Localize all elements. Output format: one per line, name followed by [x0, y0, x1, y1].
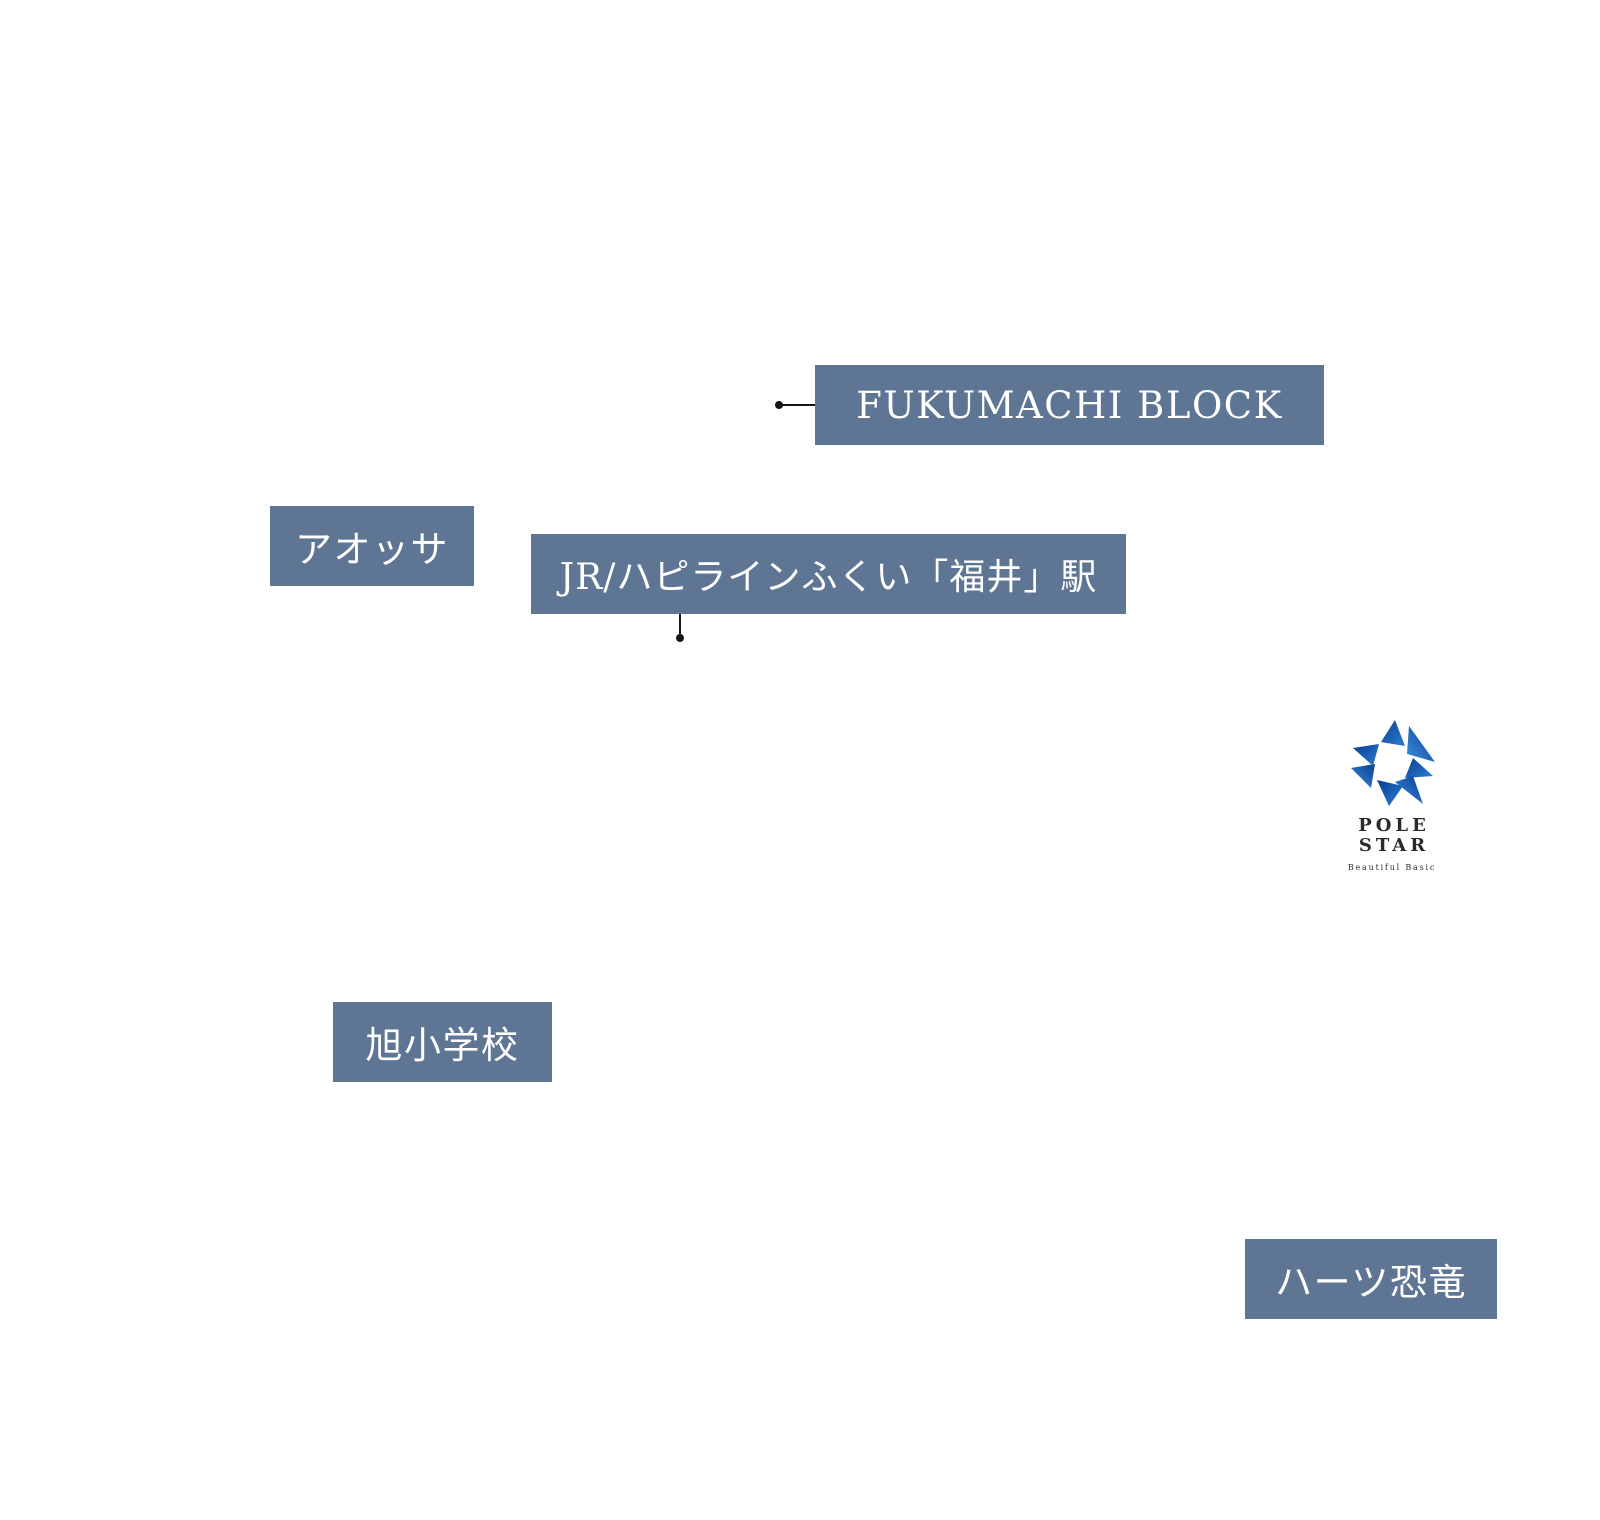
aossa-label[interactable]: アオッサ: [270, 506, 474, 586]
logo-tagline: Beautiful Basic: [1347, 863, 1437, 872]
logo-word-pole: POLE: [1358, 815, 1430, 836]
hearts-dinosaur-label[interactable]: ハーツ恐竜: [1245, 1239, 1497, 1319]
station-connector-line: [679, 614, 681, 634]
station-label[interactable]: JR/ハピラインふくい「福井」駅: [531, 534, 1126, 614]
fukumachi-block-label[interactable]: FUKUMACHI BLOCK: [815, 365, 1324, 445]
fukumachi-marker-dot: [775, 401, 783, 409]
pole-star-logo: POLE STAR Beautiful Basic: [1340, 718, 1444, 878]
station-marker-dot: [676, 634, 684, 642]
fukumachi-connector-line: [781, 404, 815, 406]
pinwheel-icon: [1351, 720, 1435, 806]
logo-word-star: STAR: [1358, 835, 1430, 856]
asahi-elementary-label[interactable]: 旭小学校: [333, 1002, 552, 1082]
